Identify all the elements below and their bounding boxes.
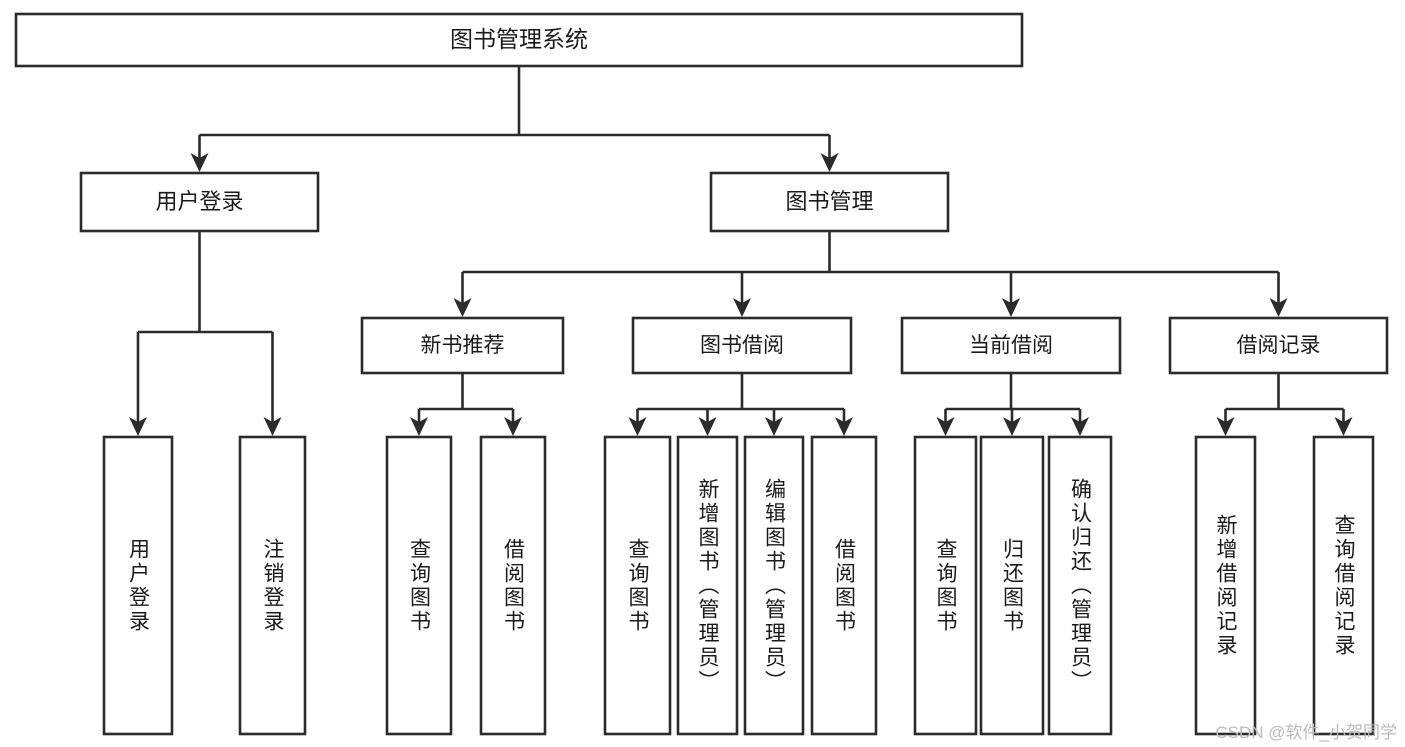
node-newbook-label: 新书推荐 [421,334,505,357]
root-node-label: 图书管理系统 [450,26,588,52]
arrowhead-to-records [1269,298,1288,317]
leaf-query-book-1-box[interactable] [385,435,453,736]
arrowhead-leaf-query-record [1334,417,1353,436]
leaf-edit-book[interactable] [743,435,805,736]
leaf-add-book[interactable] [676,435,739,736]
leaf-return-book-box[interactable] [979,435,1045,736]
leaf-user-logout[interactable] [238,435,307,736]
arrowhead-leaf-return-book [1003,417,1021,436]
connector-edges [129,66,1353,436]
node-borrow-box[interactable] [631,316,853,375]
node-records-label: 借阅记录 [1237,334,1321,357]
arrowhead-leaf-edit-book [765,417,783,436]
leaf-query-book-3[interactable] [913,435,978,736]
leaf-edit-book-box[interactable] [743,435,805,736]
leaf-confirm-return-box[interactable] [1047,435,1113,736]
watermark-text: CSDN @软件_小贺同学 [1215,723,1397,742]
leaf-borrow-book-2[interactable] [810,435,878,736]
node-login-box[interactable] [79,171,320,233]
arrowhead-to-borrow [733,298,751,317]
leaf-borrow-book-2-box[interactable] [810,435,878,736]
arrowhead-leaf-add-book [698,417,717,436]
arrowhead-to-bookmg [820,153,839,172]
node-newbook[interactable]: 新书推荐 [360,316,565,375]
arrowhead-leaf-add-record [1216,417,1235,436]
leaf-query-book-3-box[interactable] [913,435,978,736]
root-node-box[interactable] [14,12,1024,68]
node-bookmg[interactable]: 图书管理 [709,171,950,233]
node-borrow-label: 图书借阅 [700,334,784,357]
leaf-query-book-2-box[interactable] [603,435,672,736]
leaf-user-login[interactable] [102,435,174,736]
leaf-query-record-box[interactable] [1312,435,1375,736]
leaf-user-logout-box[interactable] [238,435,307,736]
node-bookmg-box[interactable] [709,171,950,233]
node-current-label: 当前借阅 [969,334,1053,357]
leaf-query-record[interactable] [1312,435,1375,736]
arrowhead-leaf-query-book-3 [936,417,955,436]
node-newbook-box[interactable] [360,316,565,375]
node-records[interactable]: 借阅记录 [1168,316,1389,375]
arrowhead-leaf-user-login [129,417,147,436]
leaf-confirm-return[interactable] [1047,435,1113,736]
node-borrow[interactable]: 图书借阅 [631,316,853,375]
node-bookmg-label: 图书管理 [785,189,873,214]
arrowhead-to-login [190,153,209,172]
node-records-box[interactable] [1168,316,1389,375]
node-login[interactable]: 用户登录 [79,171,320,233]
leaf-query-book-2[interactable] [603,435,672,736]
leaf-add-record-box[interactable] [1194,435,1257,736]
arrowhead-leaf-confirm-return [1071,417,1089,436]
arrowhead-to-current [1002,298,1020,317]
arrowhead-leaf-user-logout [263,417,282,436]
node-current-box[interactable] [900,316,1122,375]
leaf-add-book-box[interactable] [676,435,739,736]
leaf-add-record[interactable] [1194,435,1257,736]
root-node[interactable]: 图书管理系统 [14,12,1024,68]
arrowhead-leaf-borrow-book-2 [835,417,853,436]
node-current[interactable]: 当前借阅 [900,316,1122,375]
leaf-borrow-book-1-box[interactable] [479,435,547,736]
node-login-label: 用户登录 [155,189,243,214]
arrowhead-leaf-query-book-2 [628,417,647,436]
leaf-user-login-box[interactable] [102,435,174,736]
arrowhead-leaf-borrow-book-1 [504,417,522,436]
arrowhead-to-newbook [453,298,472,317]
arrowhead-leaf-query-book-1 [410,417,428,436]
leaf-query-book-1[interactable] [385,435,453,736]
leaf-return-book[interactable] [979,435,1045,736]
leaf-borrow-book-1[interactable] [479,435,547,736]
